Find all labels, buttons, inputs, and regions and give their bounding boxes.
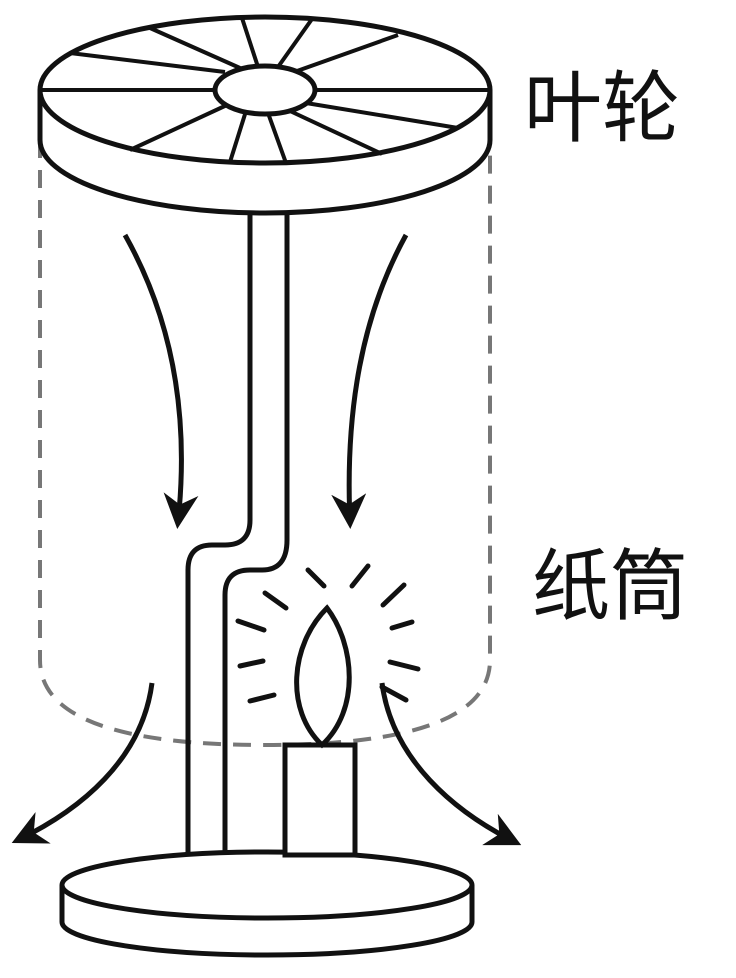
- airflow-arrow-down-left: [122, 233, 199, 529]
- paper-tube-outline: [38, 140, 492, 748]
- flame-glow-rays: [235, 563, 421, 704]
- airflow-arrow-down-right: [331, 233, 409, 529]
- airflow-arrow-out-right: [379, 682, 522, 846]
- impeller-label: 叶轮: [524, 64, 681, 154]
- impeller-blades: [40, 17, 490, 164]
- candle-flame: [294, 604, 352, 749]
- airflow-arrow-out-left: [11, 682, 155, 844]
- airflow-arrows: [11, 233, 522, 846]
- impeller: [37, 14, 493, 216]
- impeller-hub: [212, 63, 318, 117]
- support-rod: [185, 215, 290, 855]
- candle: [282, 742, 358, 858]
- base-plate: [59, 849, 475, 958]
- paper-tube-label: 纸筒: [532, 542, 689, 632]
